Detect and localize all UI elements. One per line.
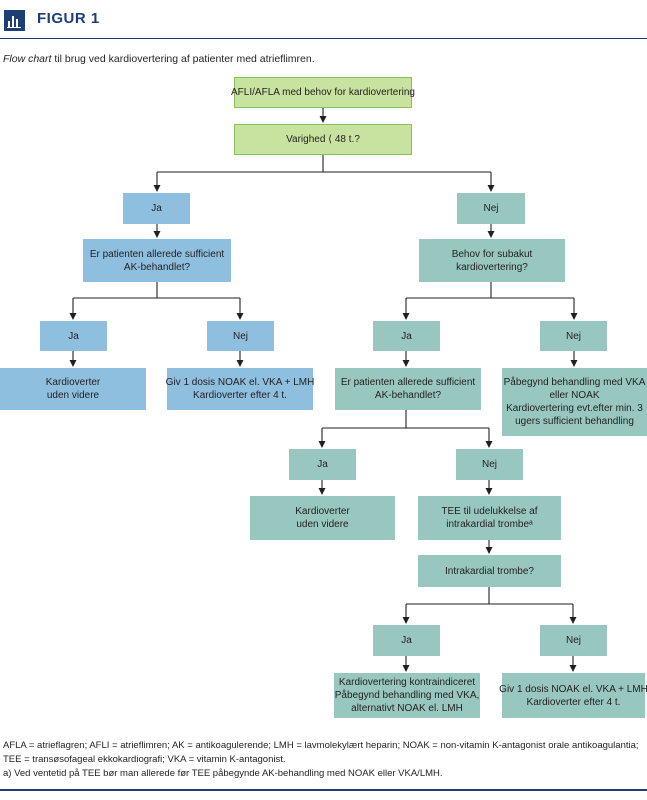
abbreviations-line-2: TEE = transøsofageal ekkokardiografi; VK… bbox=[3, 754, 286, 765]
node-text: Nej bbox=[566, 634, 581, 647]
yes-node-thrombus: Ja bbox=[373, 625, 440, 656]
duration-question-node: Varighed ⟨ 48 t.? bbox=[234, 124, 412, 155]
cardiovert-left-node: Kardioverter uden videre bbox=[0, 368, 146, 410]
node-text: Nej bbox=[566, 330, 581, 343]
tee-node: TEE til udelukkelse af intrakardial tromb… bbox=[418, 496, 561, 540]
start-node: AFLI/AFLA med behov for kardiovertering bbox=[231, 77, 415, 108]
node-text-line: Nej bbox=[232, 330, 248, 342]
node-text-line: Behov for subakut bbox=[451, 248, 533, 260]
node-text: Nej bbox=[482, 458, 497, 471]
node-text-line: Varighed ⟨ 48 t.? bbox=[286, 134, 360, 145]
node-text-line: Nej bbox=[483, 203, 499, 214]
node-text: Ja bbox=[401, 330, 412, 343]
node-text-line: alternativt NOAK el. LMH bbox=[351, 703, 463, 714]
node-text: Kardioverter uden videre bbox=[46, 376, 100, 402]
footnote-a: a) Ved ventetid på TEE bør man allerede … bbox=[3, 768, 443, 779]
node-text: Nej bbox=[483, 202, 498, 215]
node-text: Ja bbox=[68, 330, 79, 343]
node-text: Giv 1 dosis NOAK el. VKA + LMH Kardiovert… bbox=[166, 376, 315, 402]
no-node-left-lower: Nej bbox=[207, 321, 274, 351]
yes-node-left: Ja bbox=[123, 193, 190, 224]
cardiovert-mid-node: Kardioverter uden videre bbox=[250, 496, 395, 540]
node-text-line: AK-behandlet? bbox=[374, 390, 442, 401]
figure-caption: Flow chart til brug ved kardiovertering … bbox=[3, 53, 315, 65]
node-text: Varighed ⟨ 48 t.? bbox=[286, 133, 360, 146]
no-node-mid: Nej bbox=[456, 449, 523, 480]
node-text-line: Kardioverter efter 4 t. bbox=[193, 390, 287, 401]
no-node-subacute: Nej bbox=[540, 321, 607, 351]
node-text-line: eller NOAK bbox=[549, 390, 600, 401]
node-text-line: Nej bbox=[565, 635, 581, 646]
node-text-line: Giv 1 dosis NOAK el. VKA + LMH bbox=[165, 377, 315, 388]
node-text-line: Ja bbox=[401, 330, 412, 342]
node-text-line: Er patienten allerede sufficient bbox=[340, 377, 476, 388]
node-text-line: ugers sufficient behandling bbox=[515, 416, 634, 427]
yes-node-subacute: Ja bbox=[373, 321, 440, 351]
node-text-line: Ja bbox=[151, 203, 162, 214]
node-text-line: Er patienten allerede sufficient bbox=[89, 248, 225, 260]
node-text-line: Kardiovertering evt.efter min. 3 bbox=[506, 403, 643, 414]
node-text-line: uden videre bbox=[46, 390, 100, 401]
node-text-line: Påbegynd behandling med VKA, bbox=[334, 690, 480, 701]
node-text-line: uden videre bbox=[296, 519, 349, 530]
node-text-line: Ja bbox=[317, 459, 328, 470]
node-text-line: Intrakardial trombe? bbox=[445, 565, 534, 577]
node-text-line: intrakardial trombeᵃ bbox=[446, 519, 533, 530]
node-text: Ja bbox=[151, 202, 162, 215]
node-text-line: Kardioverter bbox=[45, 377, 101, 388]
no-node-right: Nej bbox=[457, 193, 525, 224]
node-text-line: Giv 1 dosis NOAK el. VKA + LMH bbox=[499, 683, 647, 695]
yes-node-mid: Ja bbox=[289, 449, 356, 480]
node-text-line: Kardiovertering kontraindiceret bbox=[338, 677, 476, 688]
node-text: Ja bbox=[401, 634, 412, 647]
caption-italic: Flow chart bbox=[3, 53, 52, 65]
node-text-line: Nej bbox=[565, 330, 581, 342]
node-text-line: kardiovertering? bbox=[456, 261, 528, 273]
node-text: Påbegynd behandling med VKA eller NOAK Kar… bbox=[504, 376, 646, 428]
node-text: Nej bbox=[233, 330, 248, 343]
noak-left-node: Giv 1 dosis NOAK el. VKA + LMH Kardiovert… bbox=[166, 368, 315, 410]
node-text-line: AK-behandlet? bbox=[123, 261, 191, 273]
node-text-line: Nej bbox=[481, 459, 497, 470]
abbreviations-line-1: AFLA = atrieflagren; AFLI = atrieflimren… bbox=[3, 740, 639, 751]
node-text: Intrakardial trombe? bbox=[445, 565, 534, 578]
node-text-line: Ja bbox=[401, 635, 412, 646]
bottom-rule bbox=[0, 789, 647, 791]
node-text-line: Påbegynd behandling med VKA bbox=[503, 377, 646, 388]
node-text-line: Ja bbox=[68, 330, 79, 342]
node-text-line: Kardioverter bbox=[295, 506, 350, 517]
node-text-line: TEE til udelukkelse af bbox=[441, 506, 538, 517]
bar-chart-icon bbox=[4, 10, 25, 31]
start-treatment-node: Påbegynd behandling med VKA eller NOAK Kar… bbox=[502, 368, 647, 436]
figure-header: FIGUR 1 bbox=[0, 0, 647, 39]
thrombus-question-node: Intrakardial trombe? bbox=[418, 555, 561, 587]
no-node-thrombus: Nej bbox=[540, 625, 607, 656]
yes-node-left-lower: Ja bbox=[40, 321, 107, 351]
node-text: AFLI/AFLA med behov for kardiovertering bbox=[231, 86, 415, 99]
node-text: Ja bbox=[317, 458, 328, 471]
node-text-line: Kardioverter efter 4 t. bbox=[526, 696, 621, 708]
node-text: TEE til udelukkelse af intrakardial tromb… bbox=[441, 505, 537, 531]
caption-text: til brug ved kardiovertering af patiente… bbox=[51, 53, 315, 65]
node-text: Kardioverter uden videre bbox=[295, 505, 349, 531]
node-text-line: AFLI/AFLA med behov for kardiovertering bbox=[231, 87, 415, 98]
figure-title: FIGUR 1 bbox=[37, 10, 100, 27]
